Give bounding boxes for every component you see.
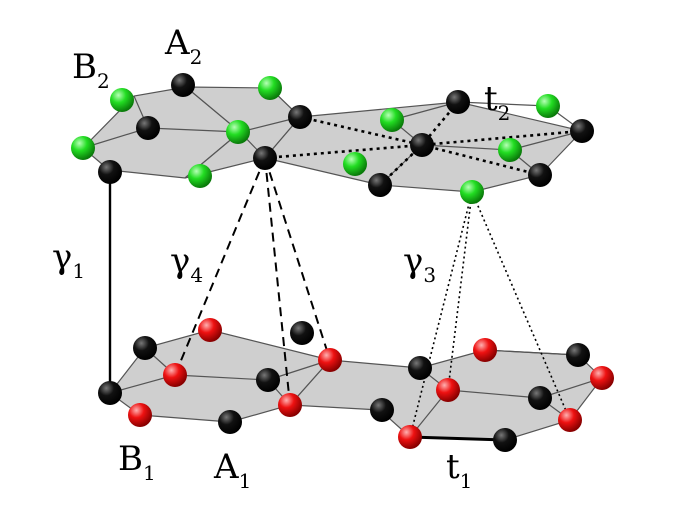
label-a2: A2 bbox=[164, 23, 202, 69]
atom-black bbox=[133, 336, 157, 360]
atom-green bbox=[71, 136, 95, 160]
atom-green bbox=[460, 180, 484, 204]
atom-green bbox=[536, 94, 560, 118]
atom-red bbox=[473, 338, 497, 362]
atom-black bbox=[171, 73, 195, 97]
atom-black bbox=[566, 343, 590, 367]
atom-red bbox=[318, 348, 342, 372]
atom-green bbox=[498, 138, 522, 162]
label-b2: B2 bbox=[72, 47, 110, 93]
atom-black bbox=[253, 146, 277, 170]
atom-red bbox=[128, 403, 152, 427]
atom-red bbox=[398, 425, 422, 449]
atom-black bbox=[136, 116, 160, 140]
atom-red bbox=[558, 408, 582, 432]
atom-black bbox=[493, 428, 517, 452]
atom-red bbox=[436, 378, 460, 402]
label-a1: A1 bbox=[213, 447, 251, 493]
labels: B2 A2 t2 γ1 γ4 γ3 B1 A1 t1 bbox=[52, 23, 510, 493]
atom-black bbox=[98, 160, 122, 184]
atom-black bbox=[570, 119, 594, 143]
atom-red bbox=[278, 393, 302, 417]
label-gamma3: γ3 bbox=[403, 241, 436, 287]
atom-black bbox=[368, 173, 392, 197]
atom-green bbox=[380, 108, 404, 132]
atom-black bbox=[410, 133, 434, 157]
atom-black bbox=[370, 398, 394, 422]
atom-green bbox=[343, 152, 367, 176]
bottom-atoms bbox=[98, 318, 614, 452]
atom-red bbox=[198, 318, 222, 342]
atom-green bbox=[110, 88, 134, 112]
t1-bond bbox=[409, 435, 506, 442]
label-b1: B1 bbox=[118, 439, 156, 485]
label-gamma4: γ4 bbox=[170, 241, 203, 287]
atom-black bbox=[218, 410, 242, 434]
atom-black bbox=[408, 356, 432, 380]
bottom-layer bbox=[109, 329, 603, 441]
atom-red bbox=[590, 366, 614, 390]
label-gamma1: γ1 bbox=[52, 237, 85, 283]
atom-black bbox=[446, 90, 470, 114]
label-t2: t2 bbox=[484, 79, 510, 125]
atom-black bbox=[288, 105, 312, 129]
atom-green bbox=[226, 120, 250, 144]
hopping-lines bbox=[108, 101, 583, 442]
label-t1: t1 bbox=[446, 447, 472, 493]
atom-green bbox=[258, 76, 282, 100]
atom-green bbox=[188, 164, 212, 188]
atom-black bbox=[290, 321, 314, 345]
atom-black bbox=[256, 368, 280, 392]
atom-black bbox=[98, 381, 122, 405]
atom-red bbox=[163, 363, 187, 387]
atom-black bbox=[528, 163, 552, 187]
gamma3-bonds bbox=[409, 191, 571, 438]
gamma4-bonds bbox=[174, 157, 331, 406]
atom-black bbox=[528, 386, 552, 410]
top-atoms bbox=[71, 73, 594, 204]
